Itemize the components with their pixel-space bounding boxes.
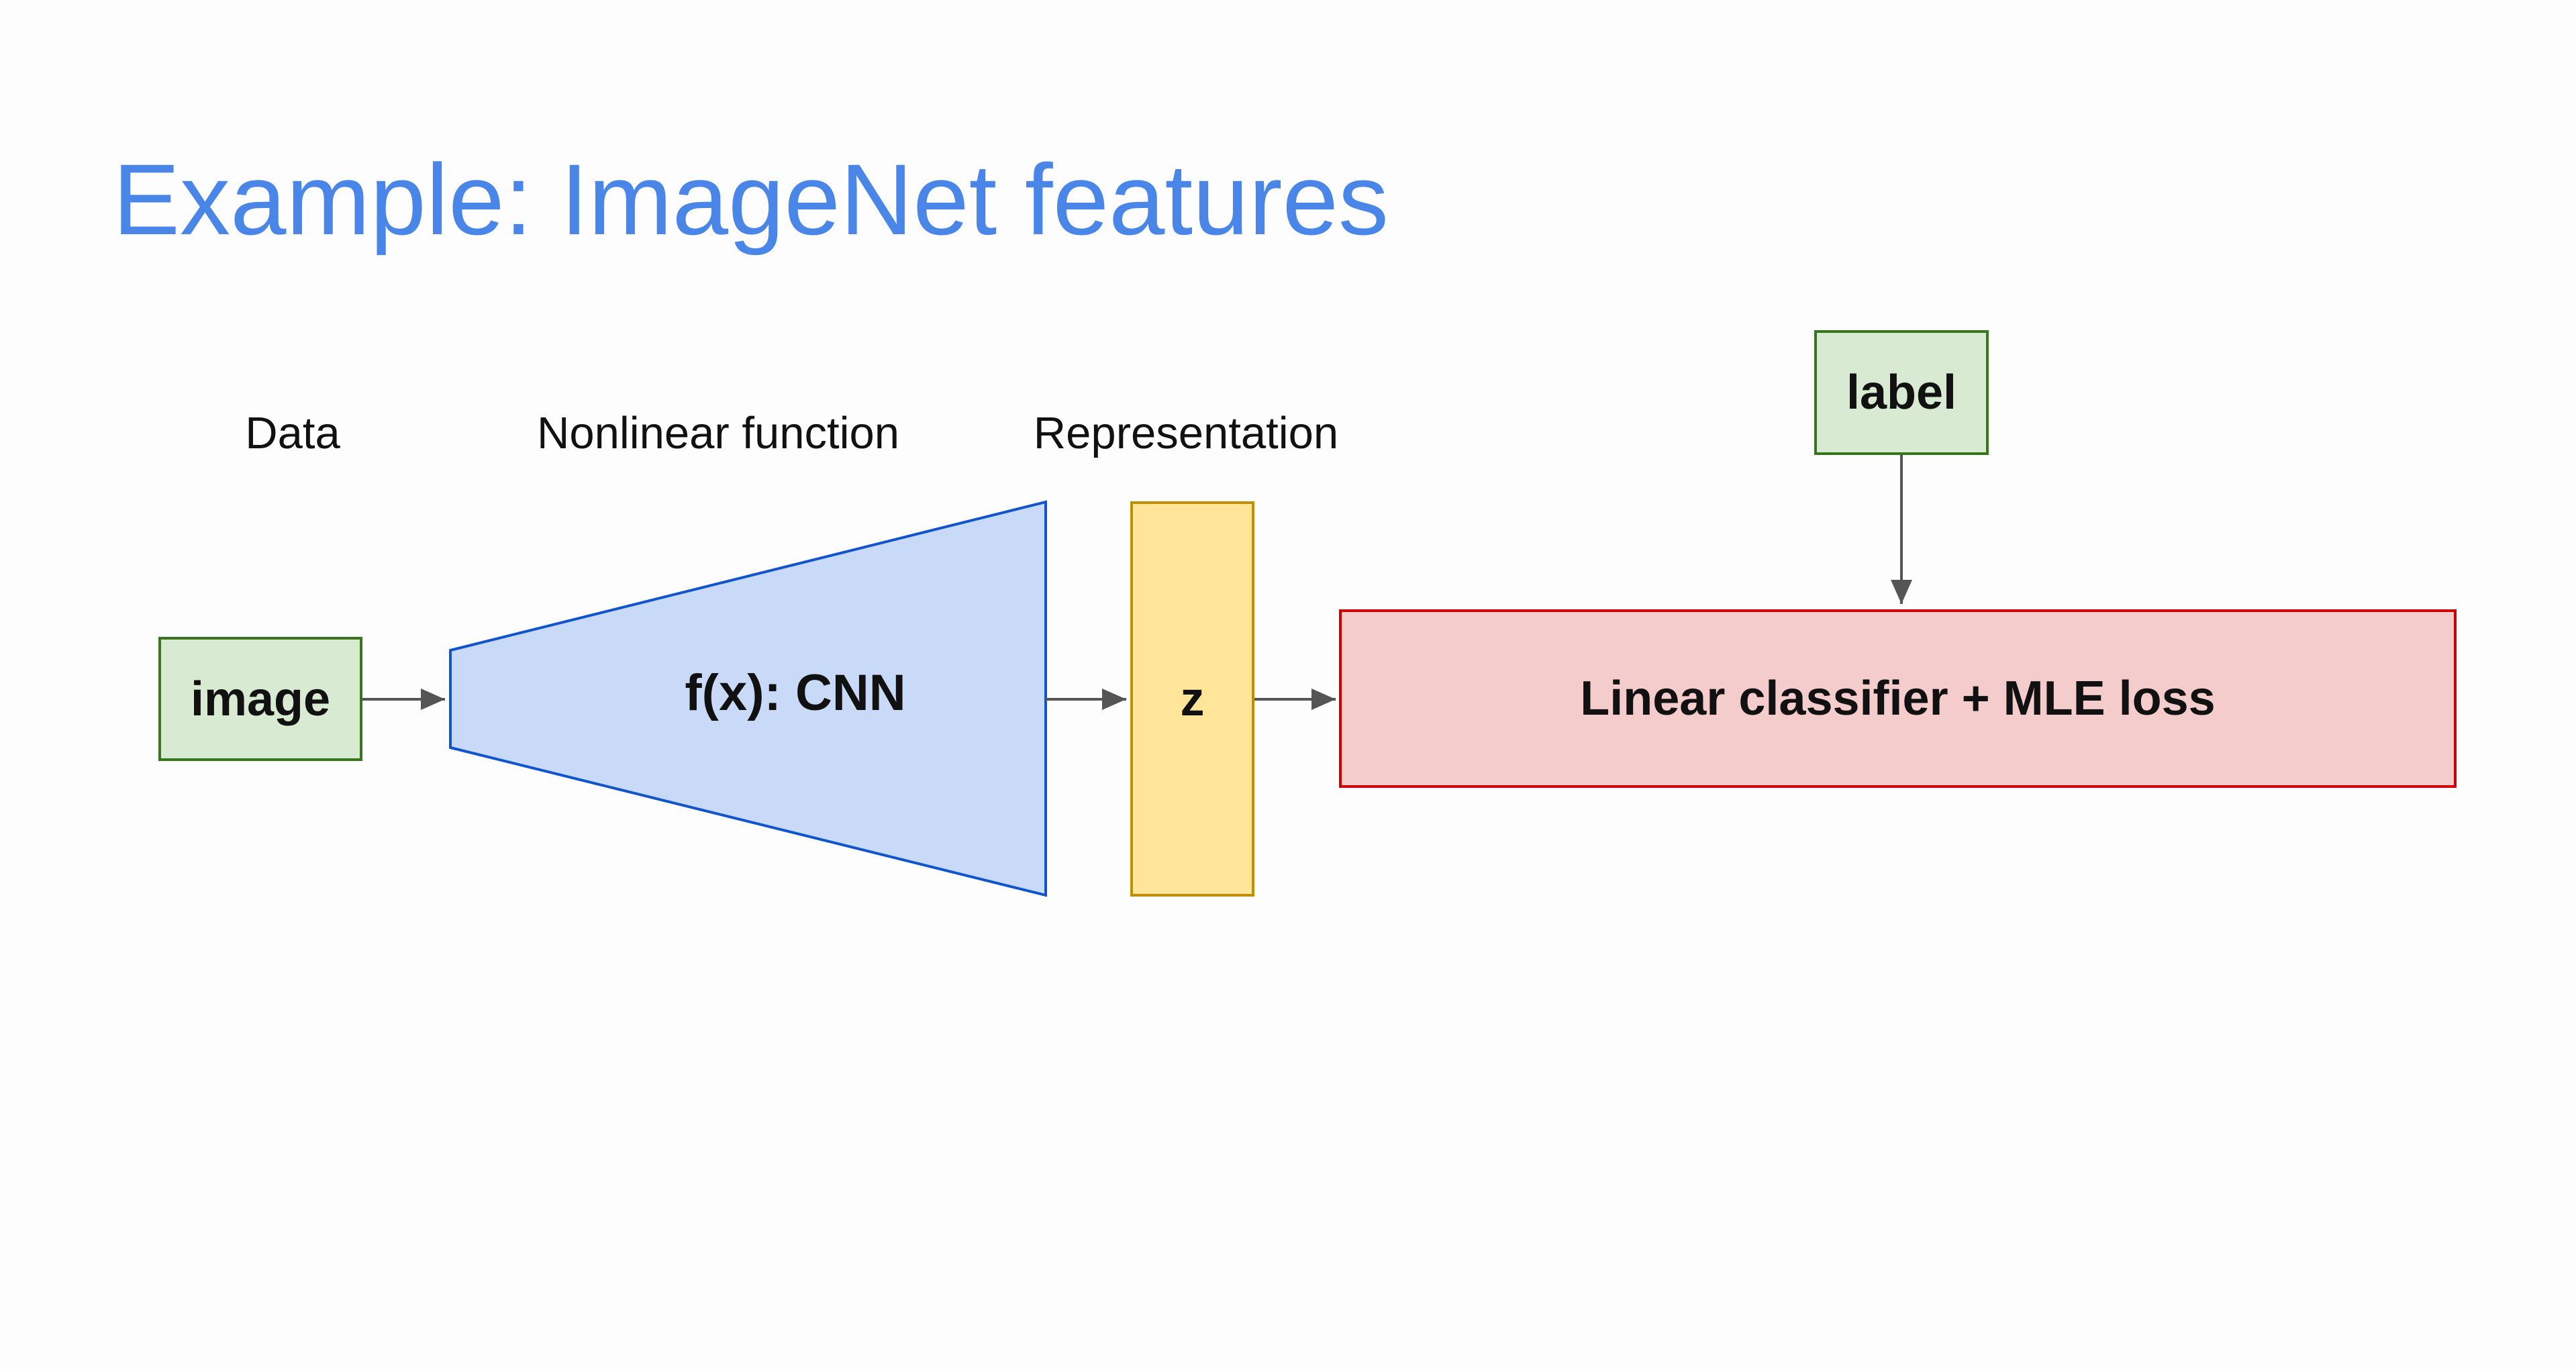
image-node-label: image (190, 672, 331, 726)
label-node-label: label (1846, 366, 1957, 419)
cnn-trapezoid (449, 500, 1047, 897)
cnn-label: f(x): CNN (685, 664, 906, 721)
caption-nonlinear-function: Nonlinear function (536, 408, 900, 458)
caption-data: Data (245, 408, 340, 458)
z-node-label: z (1180, 672, 1205, 726)
caption-representation: Representation (1033, 408, 1339, 458)
z-node: z (1130, 501, 1254, 897)
image-node: image (158, 637, 362, 761)
label-node: label (1814, 330, 1989, 455)
classifier-node: Linear classifier + MLE loss (1339, 609, 2457, 788)
slide-title: Example: ImageNet features (113, 143, 1389, 256)
classifier-node-label: Linear classifier + MLE loss (1580, 672, 2216, 725)
